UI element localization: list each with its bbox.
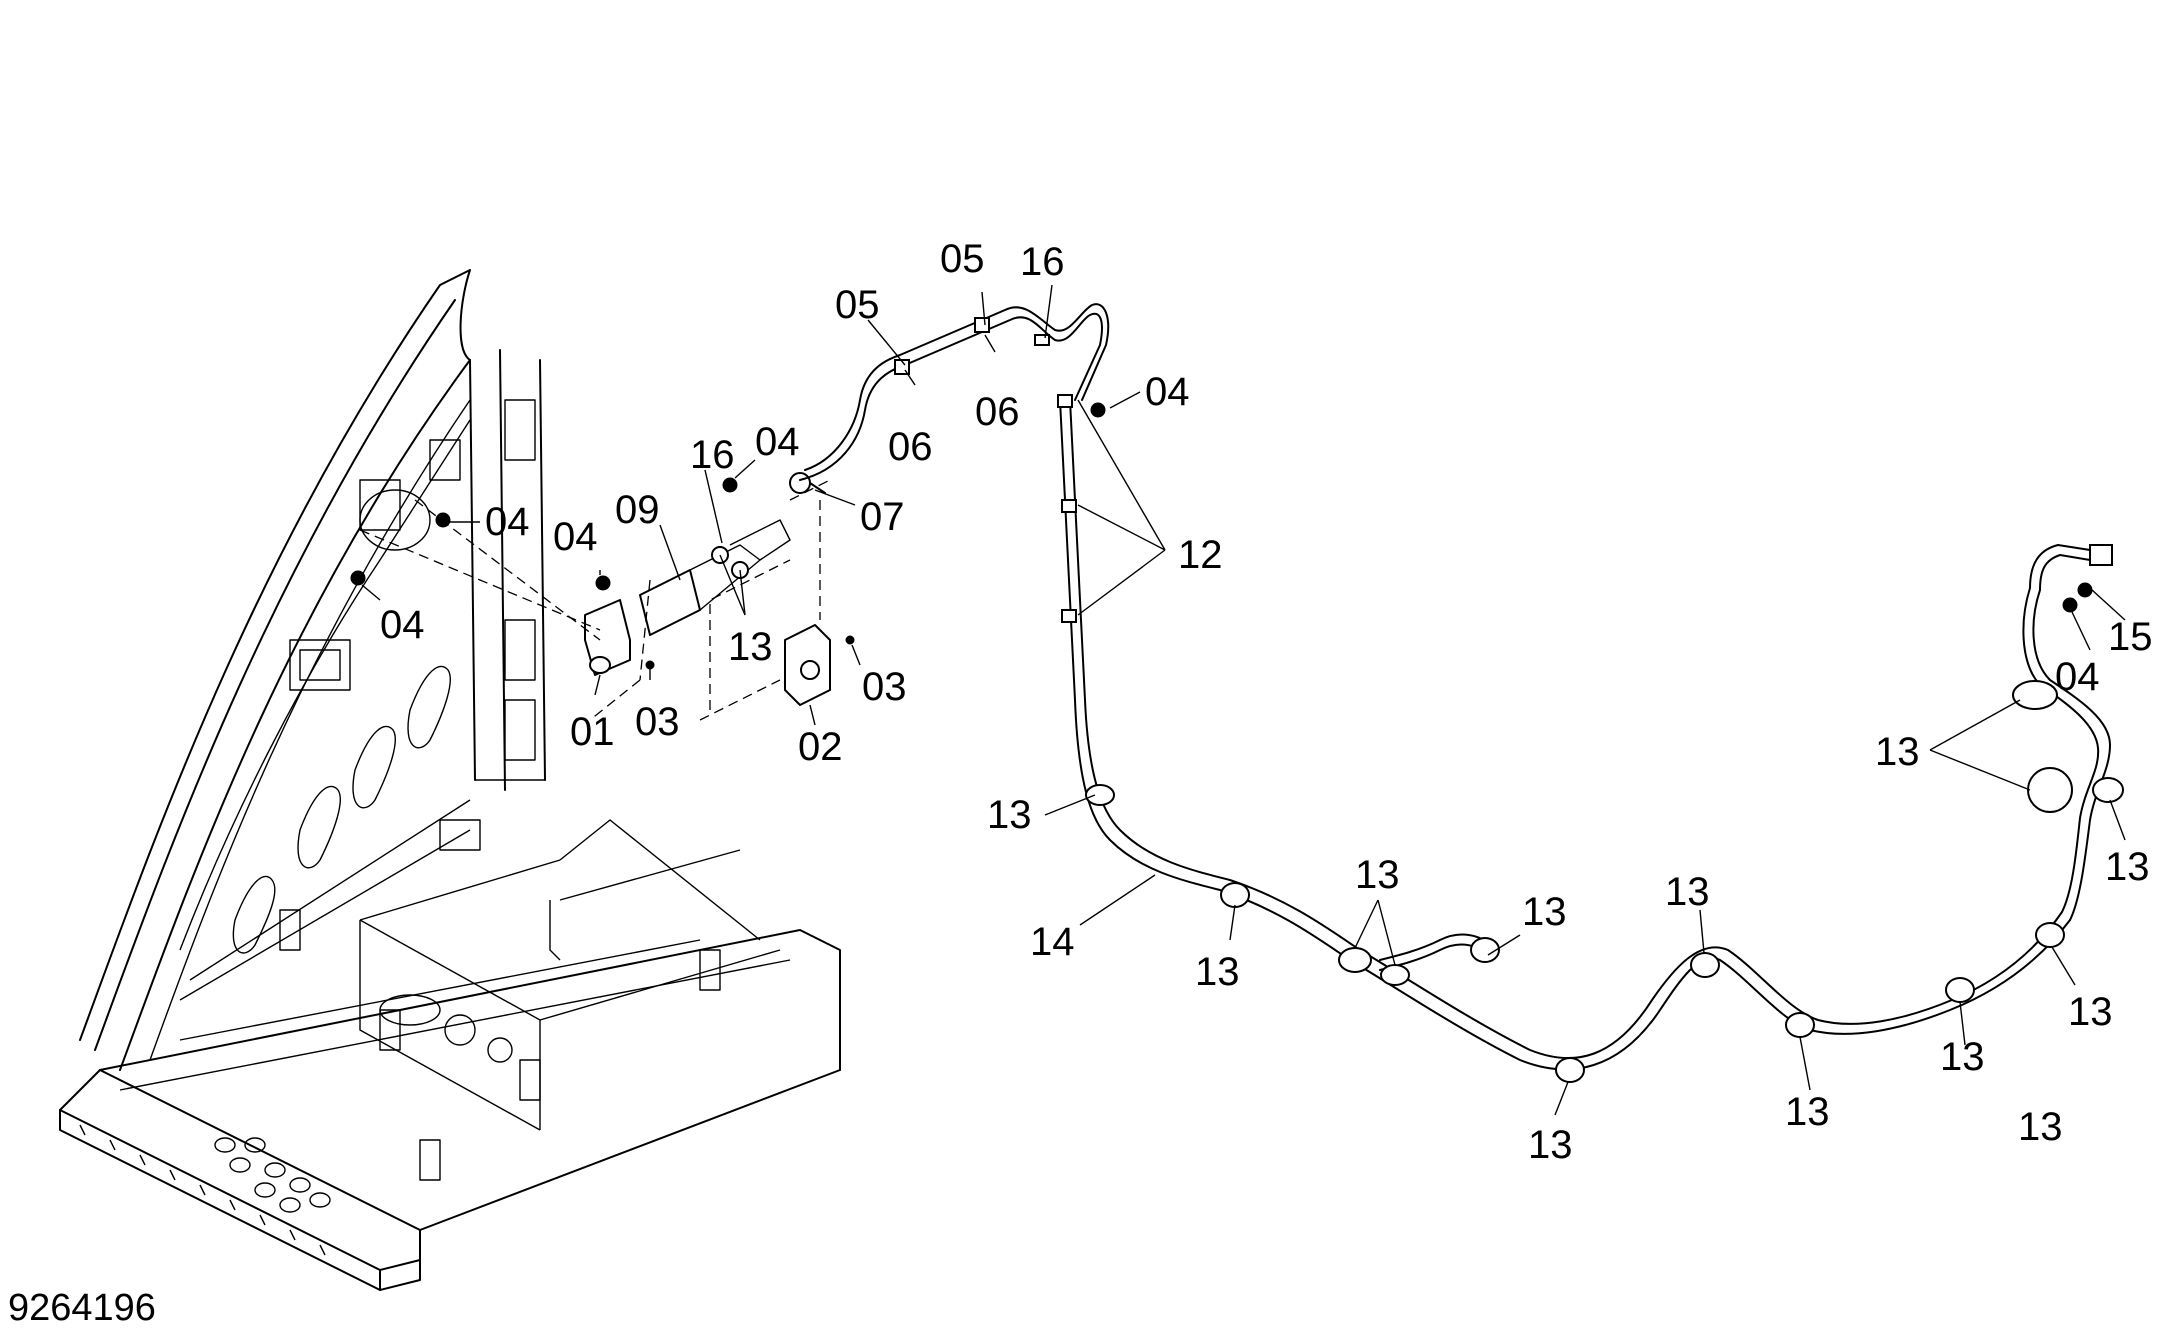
bolt-icons (350, 402, 2093, 670)
callout-04b: 04 (755, 420, 800, 464)
panel-slots (232, 665, 451, 954)
callout-05b: 05 (940, 237, 985, 281)
wiring-harness (799, 303, 2124, 1083)
callout-13m: 13 (2018, 1105, 2063, 1149)
callout-03a: 03 (635, 700, 680, 744)
callout-04c: 04 (553, 515, 598, 559)
callout-01: 01 (570, 710, 615, 754)
bracket-group (350, 402, 2093, 721)
callout-13l: 13 (2068, 990, 2113, 1034)
callout-13d: 13 (987, 793, 1032, 837)
callout-04f: 04 (2055, 655, 2100, 699)
callout-04a: 04 (1145, 370, 1190, 414)
callout-09: 09 (615, 488, 660, 532)
callout-13k: 13 (1940, 1035, 1985, 1079)
callout-13j: 13 (1785, 1090, 1830, 1134)
drawing-number: 9264196 (8, 1287, 156, 1329)
cab-frame-drawing (59, 269, 841, 1291)
callout-05a: 05 (835, 283, 880, 327)
callout-03b: 03 (862, 665, 907, 709)
callout-12: 12 (1178, 533, 1223, 577)
step-holes (214, 1137, 331, 1213)
callout-02: 02 (798, 725, 843, 769)
callout-13b: 13 (1875, 730, 1920, 774)
callout-04d: 04 (485, 500, 530, 544)
leader-lines (361, 284, 2126, 1116)
callout-13c: 13 (2105, 845, 2150, 889)
callout-13g: 13 (1522, 890, 1567, 934)
callout-13h: 13 (1665, 870, 1710, 914)
harness-clips-12 (1057, 394, 1077, 623)
callout-06a: 06 (975, 390, 1020, 434)
callout-06b: 06 (888, 425, 933, 469)
harness-clamps (1085, 680, 2124, 1083)
callout-15: 15 (2108, 615, 2153, 659)
callout-16b: 16 (690, 433, 735, 477)
callout-13a: 13 (728, 625, 773, 669)
callout-13i: 13 (1528, 1123, 1573, 1167)
callout-14: 14 (1030, 920, 1075, 964)
callout-13e: 13 (1195, 950, 1240, 994)
callout-07: 07 (860, 495, 905, 539)
callout-16a: 16 (1020, 240, 1065, 284)
callout-labels: 05 05 16 06 06 04 16 04 07 09 04 04 04 1… (380, 237, 2153, 1167)
callout-04e: 04 (380, 603, 425, 647)
callout-13f: 13 (1355, 853, 1400, 897)
